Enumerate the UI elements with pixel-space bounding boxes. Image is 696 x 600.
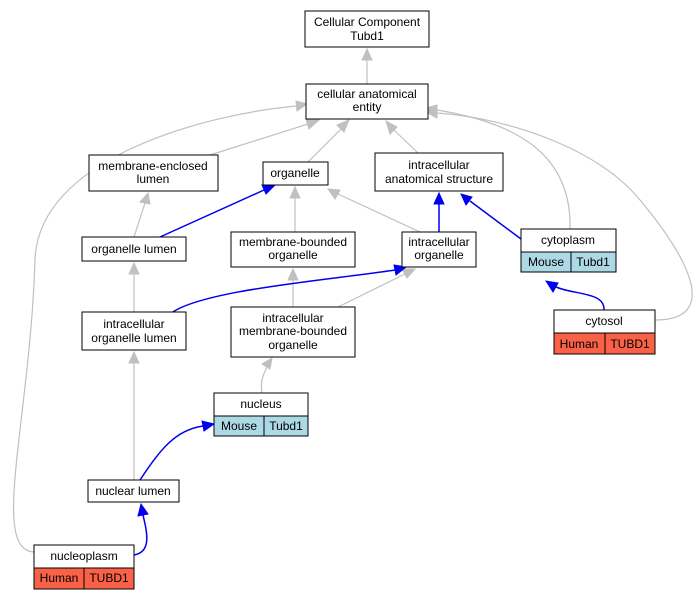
node-label-line: intracellular — [103, 317, 164, 331]
species-label: Mouse — [221, 419, 257, 433]
gene-label: Tubd1 — [269, 419, 303, 433]
node-organelle-lumen[interactable]: organelle lumen — [81, 236, 187, 262]
node-label-line: organelle lumen — [91, 242, 176, 256]
node-membrane-enclosed-lumen[interactable]: membrane-enclosed lumen — [88, 154, 219, 192]
edge-nucleoplasm-to-entity — [13, 105, 297, 553]
arrowhead — [361, 47, 373, 61]
node-label-line: intracellular — [408, 235, 469, 249]
node-cellular-anatomical-entity[interactable]: cellular anatomical entity — [305, 83, 429, 120]
edge-organelle-lumen-to-membrane-enclosed-lumen — [133, 202, 146, 238]
node-intracellular-organelle-lumen[interactable]: intracellular organelle lumen — [81, 311, 187, 351]
arrowhead — [385, 119, 398, 135]
node-label-line: organelle — [270, 166, 320, 180]
nodes: Cellular Component Tubd1 cellular anatom… — [33, 10, 656, 590]
edge-imbo-to-intracellular-organelle — [337, 273, 406, 308]
node-nucleoplasm[interactable]: nucleoplasm — [33, 544, 135, 569]
node-label-line: organelle lumen — [91, 331, 176, 345]
edge-nuclear-lumen-part-of-nucleus — [139, 425, 204, 481]
arrowhead — [287, 267, 299, 281]
edge-cytosol-to-entity — [436, 112, 693, 321]
edge-organelle-to-entity — [307, 128, 342, 163]
edge-membrane-enclosed-lumen-to-entity — [209, 123, 309, 156]
node-intracellular-organelle[interactable]: intracellular organelle — [401, 231, 477, 268]
arrowhead — [544, 280, 559, 293]
arrowhead — [295, 100, 309, 112]
annotation-nucleus: Mouse Tubd1 — [213, 415, 309, 437]
edge-intracellular-organelle-to-organelle — [337, 193, 421, 233]
node-label-line: Tubd1 — [350, 29, 384, 43]
species-label: Human — [560, 337, 599, 351]
arrowhead — [261, 184, 277, 195]
arrowhead — [139, 191, 151, 205]
annotation-cytoplasm: Mouse Tubd1 — [520, 251, 617, 273]
annotation-nucleoplasm: Human TUBD1 — [33, 567, 135, 590]
node-nucleus[interactable]: nucleus — [213, 392, 309, 417]
node-label-line: organelle — [414, 248, 464, 262]
arrowhead — [289, 185, 301, 199]
arrowhead — [326, 188, 341, 200]
arrowhead — [401, 268, 417, 279]
node-label-line: intracellular — [262, 311, 323, 325]
edges — [13, 47, 693, 556]
arrowhead — [261, 357, 273, 370]
node-nuclear-lumen[interactable]: nuclear lumen — [87, 479, 180, 503]
node-label-line: lumen — [137, 172, 170, 186]
gene-label: Tubd1 — [576, 255, 610, 269]
arrowhead — [433, 191, 445, 205]
node-label-line: membrane-enclosed — [98, 159, 207, 173]
node-cytoplasm[interactable]: cytoplasm — [520, 228, 617, 253]
species-label: Human — [40, 571, 79, 585]
node-label-line: membrane-bounded — [239, 235, 347, 249]
gene-cell — [604, 332, 656, 355]
edge-cytoplasm-part-of-structure — [469, 200, 522, 240]
arrowhead — [305, 118, 321, 130]
node-label-line: entity — [353, 100, 382, 114]
node-label-line: organelle — [268, 338, 318, 352]
edge-organelle-lumen-part-of-organelle — [159, 189, 265, 238]
edge-cytosol-part-of-cytoplasm — [555, 286, 605, 311]
gene-label: TUBD1 — [89, 571, 129, 585]
node-intracellular-membrane-bounded-organelle[interactable]: intracellular membrane-bounded organelle — [230, 306, 356, 358]
node-label-line: membrane-bounded — [239, 324, 347, 338]
gene-cell — [83, 567, 135, 590]
arrowhead — [460, 193, 473, 206]
node-label-line: organelle — [268, 248, 318, 262]
edge-nucleoplasm-part-of-nuclear-lumen — [133, 514, 148, 556]
edge-intracellular-lumen-part-of-organelle — [169, 269, 396, 315]
node-intracellular-anatomical-structure[interactable]: intracellular anatomical structure — [374, 152, 504, 192]
node-label-line: cellular anatomical — [317, 87, 416, 101]
node-label-line: nuclear lumen — [95, 484, 170, 498]
annotation-cytosol: Human TUBD1 — [553, 332, 656, 355]
arrowhead — [201, 420, 216, 432]
arrowhead — [137, 502, 149, 517]
gene-label: TUBD1 — [610, 337, 650, 351]
node-organelle[interactable]: organelle — [262, 161, 329, 186]
node-label-line: intracellular — [408, 158, 469, 172]
node-cytosol[interactable]: cytosol — [553, 309, 656, 334]
species-label: Mouse — [528, 255, 564, 269]
node-label-line: nucleoplasm — [50, 549, 117, 563]
arrowhead — [128, 261, 140, 275]
edge-nucleus-to-imbo — [260, 366, 268, 394]
node-label-line: cytoplasm — [541, 233, 595, 247]
node-cellular-component[interactable]: Cellular Component Tubd1 — [304, 10, 430, 48]
arrowhead — [336, 119, 350, 133]
node-label-line: Cellular Component — [314, 15, 421, 29]
node-label-line: nucleus — [240, 397, 281, 411]
node-label-line: anatomical structure — [385, 172, 493, 186]
arrowhead — [128, 350, 140, 364]
gene-cell — [570, 251, 617, 273]
node-membrane-bounded-organelle[interactable]: membrane-bounded organelle — [230, 231, 356, 268]
arrowhead — [424, 107, 438, 119]
edge-intracellular-structure-to-entity — [393, 129, 419, 154]
node-label-line: cytosol — [585, 314, 622, 328]
gene-cell — [263, 415, 309, 437]
